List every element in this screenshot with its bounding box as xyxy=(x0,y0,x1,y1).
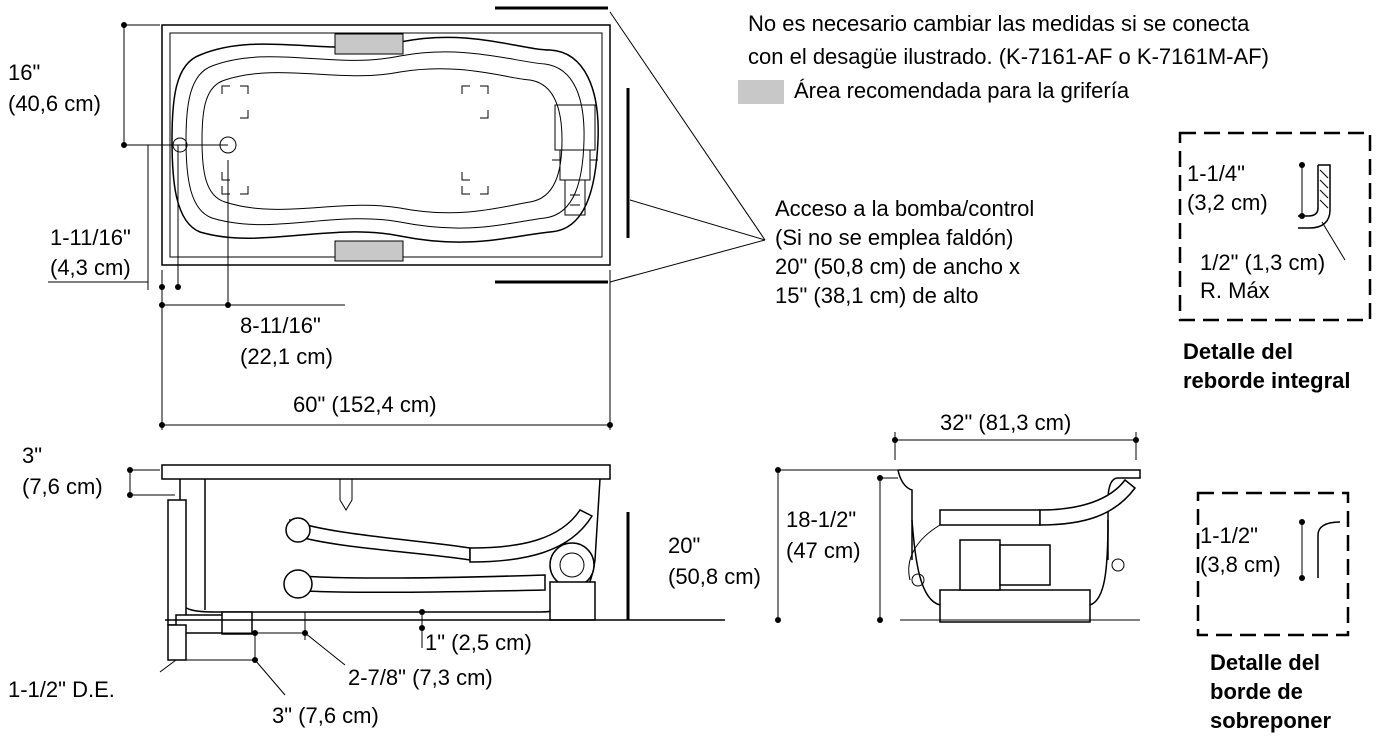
drain-tailpiece xyxy=(167,624,187,661)
dim-1-11-16-in: 1-11/16" xyxy=(50,225,131,250)
flange-height-cm: (3,2 cm) xyxy=(1187,190,1268,215)
dim-60: 60" (152,4 cm) xyxy=(293,392,437,417)
access-leader-3 xyxy=(629,199,766,241)
dim-18-5-in: 18-1/2" xyxy=(786,507,856,532)
access-leader-2 xyxy=(609,239,766,283)
dim-3-in: 3" xyxy=(22,443,42,468)
flange-caption-2: reborde integral xyxy=(1183,368,1350,393)
pump-motor-plan xyxy=(552,104,598,216)
faucet-area-top xyxy=(334,33,404,55)
end-view xyxy=(897,469,1141,623)
drop-in-height-cm: (3,8 cm) xyxy=(1200,552,1281,577)
drop-in-caption-2: borde de xyxy=(1210,679,1303,704)
dim-8-11-16-cm: (22,1 cm) xyxy=(240,344,333,369)
pump-access-line2: (Si no se emplea faldón) xyxy=(775,225,1013,250)
dim-20-cm: (50,8 cm) xyxy=(668,564,761,589)
pump-access-line1: Acceso a la bomba/control xyxy=(775,196,1034,221)
dim-2-7-8: 2-7/8" (7,3 cm) xyxy=(348,665,493,690)
pump-access-line3: 20" (50,8 cm) de ancho x xyxy=(775,254,1020,279)
plan-dimensions xyxy=(48,22,613,430)
plan-view xyxy=(161,6,766,284)
overflow-pipe xyxy=(167,499,187,626)
front-dimensions xyxy=(127,432,1139,696)
pump-access-line4: 15" (38,1 cm) de alto xyxy=(775,283,978,308)
integral-flange-detail xyxy=(1178,131,1372,322)
dim-3-cm: (7,6 cm) xyxy=(22,474,103,499)
drop-in-height-in: 1-1/2" xyxy=(1200,523,1258,548)
drop-in-caption-1: Detalle del xyxy=(1210,650,1320,675)
end-motor xyxy=(999,544,1051,586)
drop-in-frame xyxy=(1196,491,1350,637)
pump-front xyxy=(549,542,595,588)
jet-markers xyxy=(221,85,489,195)
tub-basin-ledge xyxy=(185,51,585,229)
end-base xyxy=(939,589,1091,623)
dim-20-in: 20" xyxy=(668,533,700,558)
drain-note-line1: No es necesario cambiar las medidas si s… xyxy=(748,11,1250,36)
tub-basin-outer xyxy=(171,36,599,243)
flange-radius-note: R. Máx xyxy=(1200,278,1270,303)
flange-caption-1: Detalle del xyxy=(1183,339,1293,364)
front-view xyxy=(161,464,725,661)
integral-flange-frame xyxy=(1178,131,1372,322)
dim-3-bottom: 3" (7,6 cm) xyxy=(272,703,379,728)
faucet-area-swatch xyxy=(738,80,784,104)
dim-1-11-16-cm: (4,3 cm) xyxy=(50,255,131,280)
faucet-area-label: Área recomendada para la grifería xyxy=(794,78,1130,103)
drain-note-line2: con el desagüe ilustrado. (K-7161-AF o K… xyxy=(748,44,1269,69)
flange-radius: 1/2" (1,3 cm) xyxy=(1200,250,1325,275)
faucet-area-bottom xyxy=(334,240,404,262)
tub-basin-inner xyxy=(201,68,563,214)
dim-18-5-cm: (47 cm) xyxy=(786,538,861,563)
end-pump xyxy=(959,539,1001,591)
dim-16-cm: (40,6 cm) xyxy=(8,91,101,116)
dim-1-5-od: 1-1/2" D.E. xyxy=(8,677,115,702)
dim-16-in: 16" xyxy=(8,60,40,85)
flange-height-in: 1-1/4" xyxy=(1187,161,1245,186)
drop-in-detail xyxy=(1196,491,1350,637)
drop-in-caption-3: sobreponer xyxy=(1210,708,1331,733)
lower-hose xyxy=(289,574,546,594)
tub-rim-front xyxy=(161,464,611,480)
dim-8-11-16-in: 8-11/16" xyxy=(240,313,321,338)
dim-32: 32" (81,3 cm) xyxy=(940,410,1071,435)
dim-1: 1" (2,5 cm) xyxy=(425,630,532,655)
access-leader-1 xyxy=(609,11,766,241)
upper-hose xyxy=(289,518,471,561)
